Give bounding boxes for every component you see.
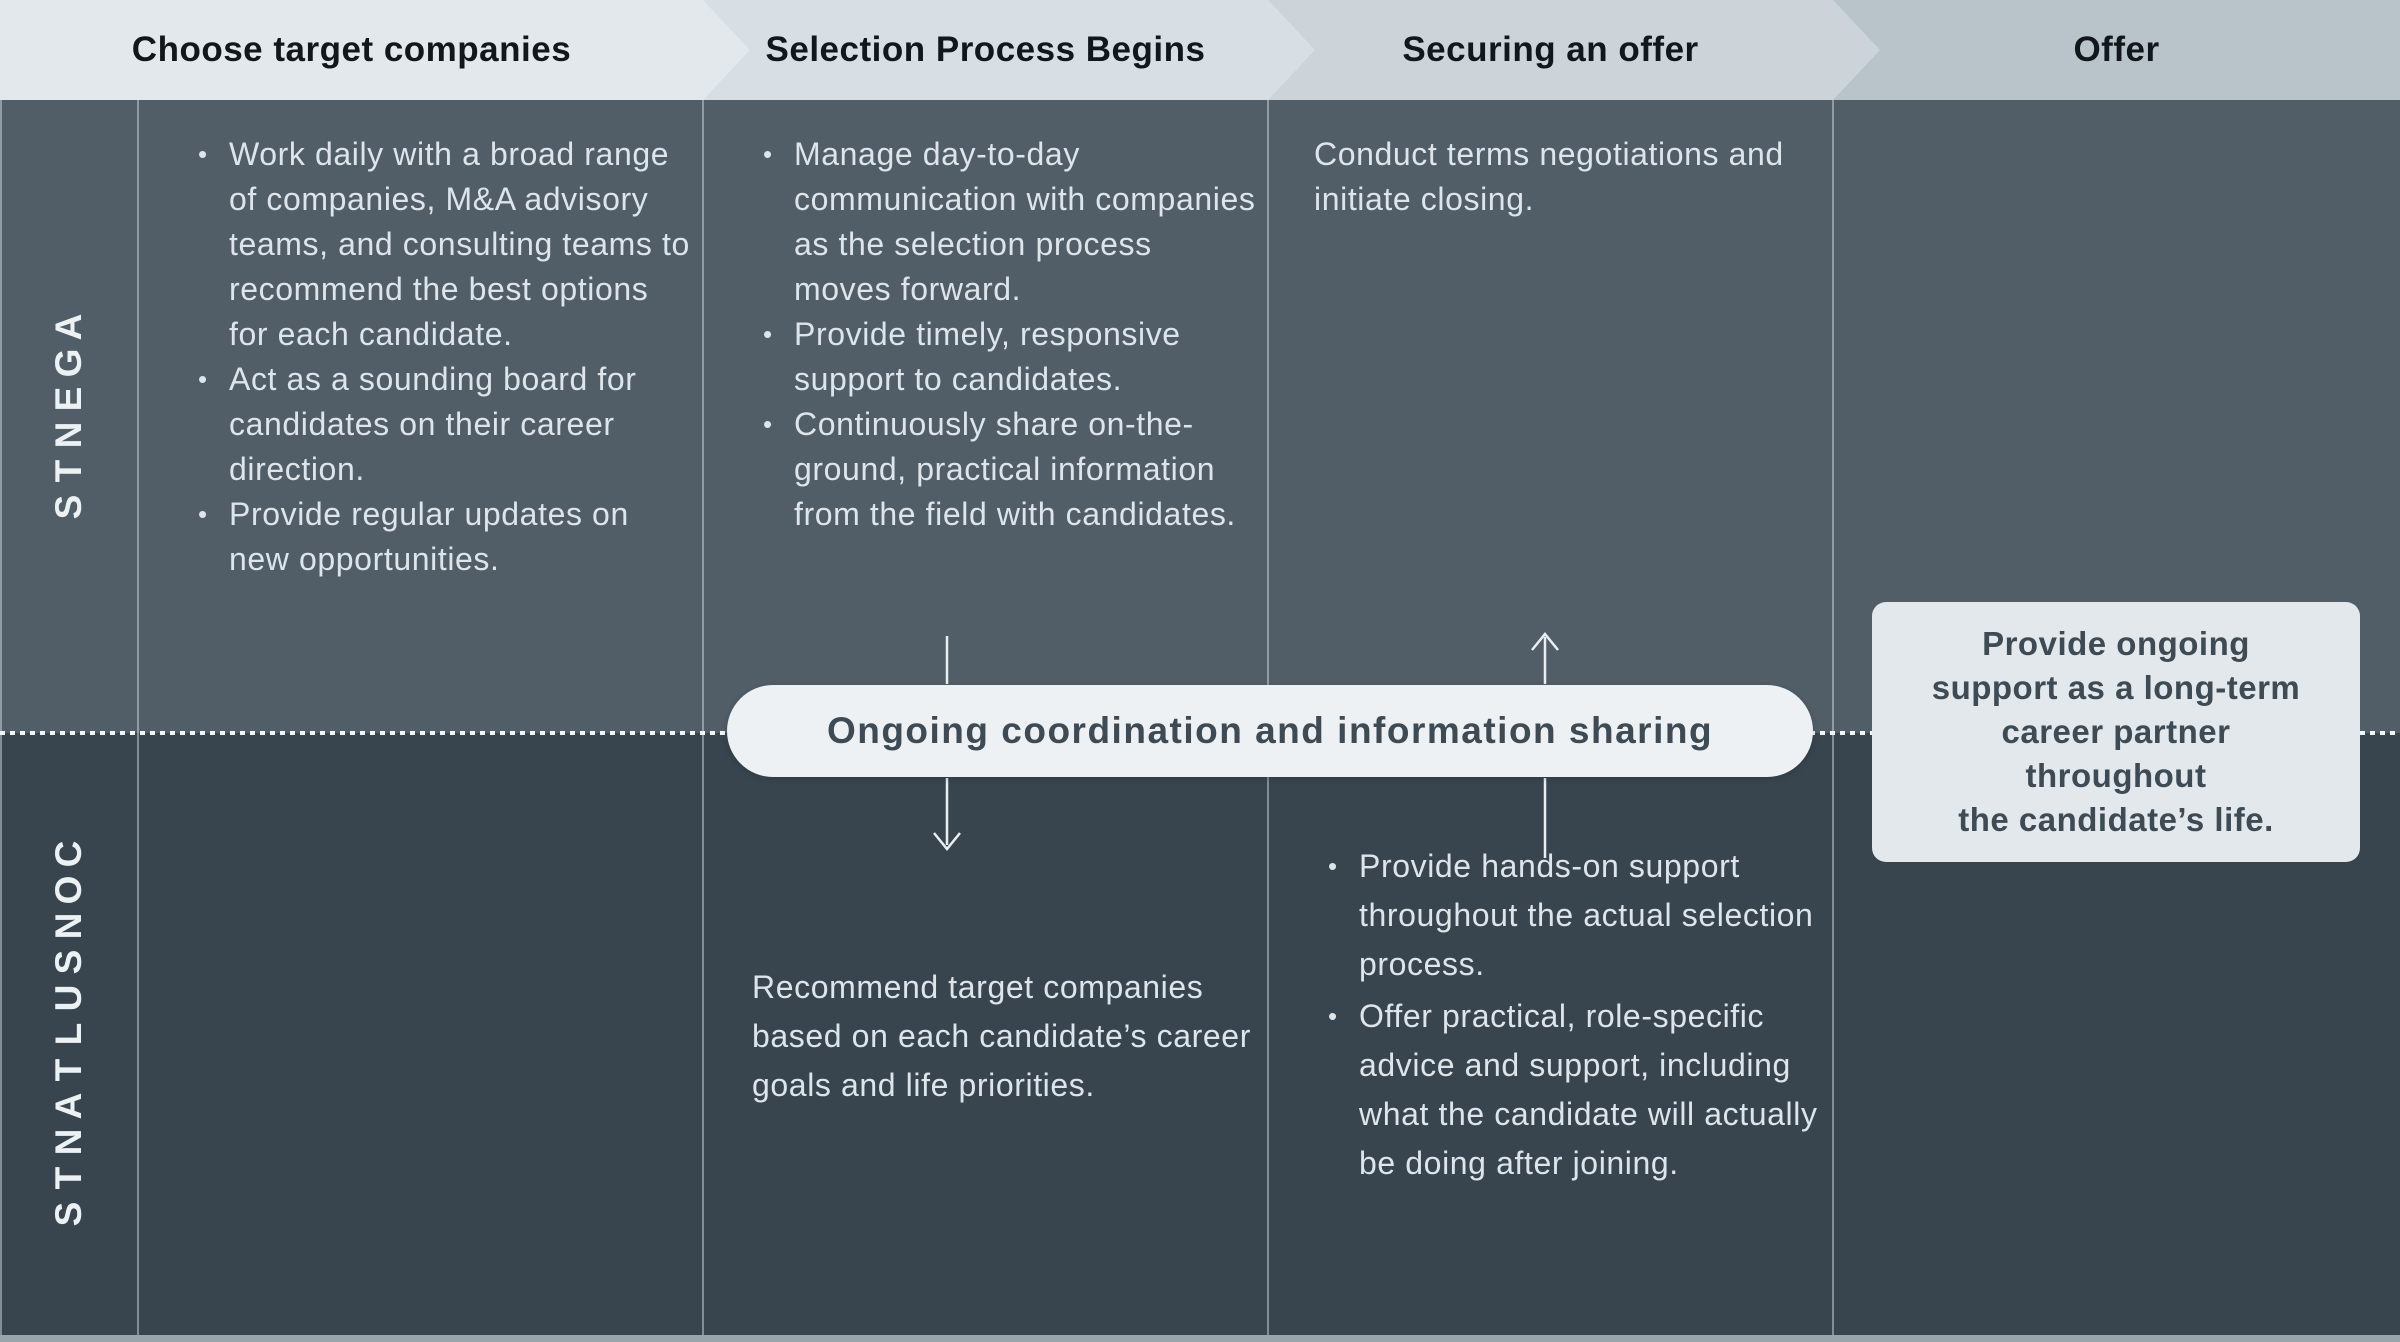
- consultants-securing-offer-cell: Provide hands-on support throughout the …: [1316, 842, 1821, 1191]
- bullet-item: Offer practical, role-specific advice an…: [1316, 992, 1821, 1188]
- cell-text: Recommend target companies based on each…: [752, 969, 1251, 1103]
- stage-header-choose-target-companies: Choose target companies: [0, 0, 750, 100]
- column-divider-1: [702, 100, 704, 1335]
- cell-text: Conduct terms negotiations and initiate …: [1314, 136, 1784, 217]
- offer-box-text: Provide ongoing support as a long-term c…: [1931, 625, 2301, 838]
- label-column-divider: [137, 100, 139, 1335]
- ongoing-coordination-pill: Ongoing coordination and information sha…: [727, 685, 1813, 777]
- agents-selection-process-cell: Manage day-to-day communication with com…: [751, 132, 1256, 537]
- bullet-item: Manage day-to-day communication with com…: [751, 132, 1256, 312]
- stage-header-label: Offer: [2073, 30, 2160, 69]
- bullet-list: Work daily with a broad range of compani…: [186, 132, 691, 582]
- bullet-item: Work daily with a broad range of compani…: [186, 132, 691, 357]
- stage-header-offer: Offer: [1833, 0, 2400, 100]
- column-divider-3: [1832, 100, 1834, 1335]
- consultants-selection-process-cell: Recommend target companies based on each…: [752, 963, 1257, 1110]
- ongoing-support-box: Provide ongoing support as a long-term c…: [1872, 602, 2360, 862]
- stage-header-selection-process-begins: Selection Process Begins: [703, 0, 1315, 100]
- agents-choose-target-companies-cell: Work daily with a broad range of compani…: [186, 132, 691, 582]
- stage-header-label: Choose target companies: [131, 30, 572, 69]
- bullet-list: Provide hands-on support throughout the …: [1316, 842, 1821, 1188]
- left-edge-line: [0, 100, 2, 1335]
- bullet-item: Provide timely, responsive support to ca…: [751, 312, 1256, 402]
- bullet-item: Provide hands-on support throughout the …: [1316, 842, 1821, 989]
- bullet-item: Provide regular updates on new opportuni…: [186, 492, 691, 582]
- stage-header-label: Securing an offer: [1402, 30, 1699, 69]
- agents-securing-offer-cell: Conduct terms negotiations and initiate …: [1314, 132, 1819, 222]
- pill-label: Ongoing coordination and information sha…: [826, 710, 1714, 751]
- stage-header-securing-an-offer: Securing an offer: [1268, 0, 1880, 100]
- bottom-edge-strip: [0, 1335, 2400, 1342]
- bullet-list: Manage day-to-day communication with com…: [751, 132, 1256, 537]
- stage-header-label: Selection Process Begins: [765, 30, 1206, 69]
- bullet-item: Act as a sounding board for candidates o…: [186, 357, 691, 492]
- bullet-item: Continuously share on-the-ground, practi…: [751, 402, 1256, 537]
